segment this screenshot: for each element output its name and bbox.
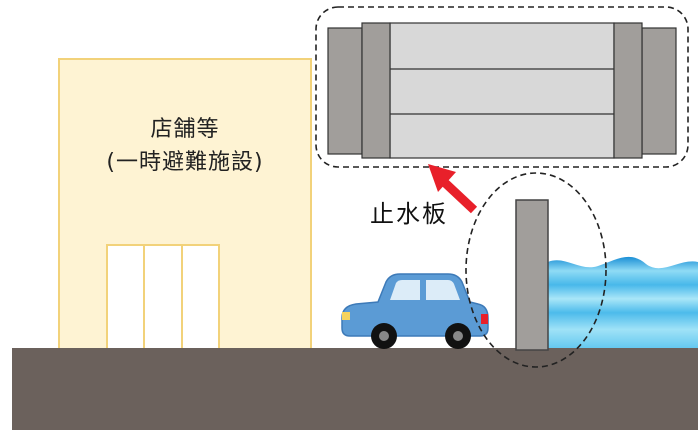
zoomed-board-detail [327,22,677,159]
highlight-ellipse [465,172,607,368]
building-label-line2: (一時避難施設) [106,150,264,175]
water-stop-board-label: 止水板 [370,200,448,228]
building-door [106,244,220,351]
water-stop-board-post [515,199,549,351]
car-window-front [390,280,420,300]
floodwater [548,256,698,350]
red-arrow [428,164,478,214]
car [341,273,489,349]
car-window-rear [426,280,460,300]
building-label-line1: 店舗等 [150,117,220,142]
ground [12,348,698,430]
